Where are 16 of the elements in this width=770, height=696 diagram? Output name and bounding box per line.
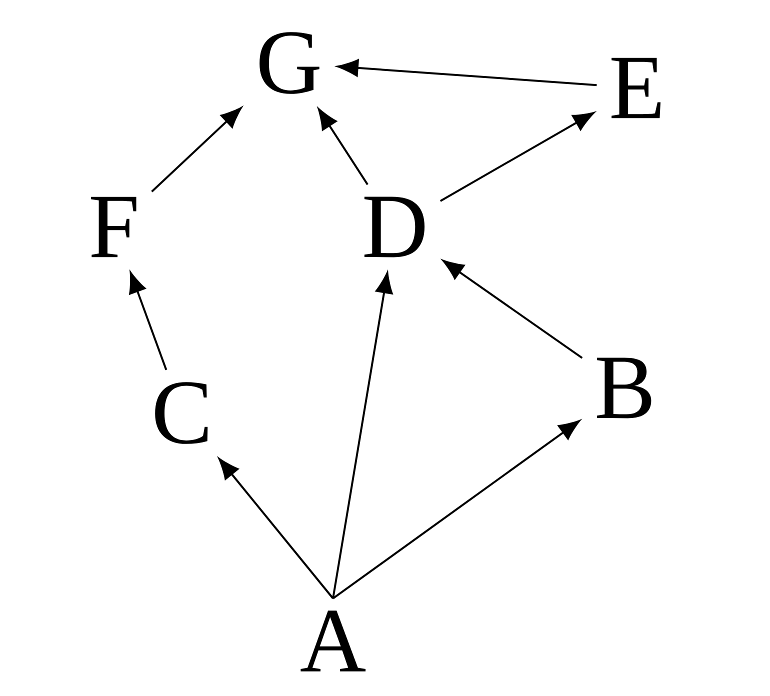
arrow [440, 112, 594, 202]
arrow [129, 272, 168, 370]
vertex-label: A [300, 610, 366, 672]
vertex-label: B [596, 358, 652, 418]
arrow [318, 108, 368, 186]
vertex-label: C [155, 382, 208, 444]
arrow [332, 272, 393, 599]
vertex-label: D [364, 196, 425, 258]
arrow [332, 420, 580, 600]
vertex-label: F [91, 196, 136, 258]
arrow [442, 260, 583, 359]
vertex-label: E [612, 58, 661, 118]
arrow [337, 59, 597, 86]
vertex-label: G [260, 32, 320, 94]
arrow [151, 107, 242, 192]
arrow [218, 458, 334, 600]
